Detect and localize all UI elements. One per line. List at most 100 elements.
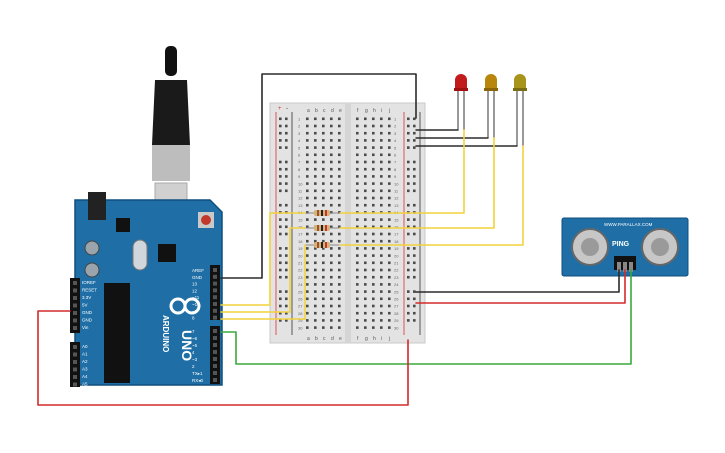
breadboard-hole[interactable] (322, 117, 325, 121)
breadboard-hole[interactable] (338, 182, 341, 185)
breadboard-hole[interactable] (306, 232, 309, 236)
header-pin[interactable] (73, 367, 77, 372)
breadboard-hole[interactable] (356, 268, 359, 272)
breadboard-hole[interactable] (380, 189, 383, 193)
header-pin[interactable] (213, 295, 217, 300)
rail-hole[interactable] (407, 189, 410, 193)
rail-hole[interactable] (279, 275, 282, 279)
breadboard-hole[interactable] (306, 290, 309, 293)
breadboard-hole[interactable] (372, 326, 375, 329)
breadboard-hole[interactable] (364, 167, 367, 171)
rail-hole[interactable] (413, 146, 416, 149)
header-pin[interactable] (213, 357, 217, 361)
rail-hole[interactable] (413, 160, 416, 164)
breadboard-hole[interactable] (330, 326, 333, 329)
breadboard-hole[interactable] (314, 146, 317, 149)
rail-hole[interactable] (413, 131, 416, 135)
breadboard-hole[interactable] (322, 182, 325, 185)
rail-hole[interactable] (407, 319, 410, 322)
rail-hole[interactable] (413, 203, 416, 207)
rail-hole[interactable] (285, 232, 288, 236)
breadboard-hole[interactable] (306, 304, 309, 308)
header-pin[interactable] (213, 288, 217, 293)
breadboard-hole[interactable] (356, 160, 359, 164)
breadboard-hole[interactable] (322, 153, 325, 157)
breadboard-hole[interactable] (330, 290, 333, 293)
breadboard-hole[interactable] (322, 203, 325, 207)
breadboard-hole[interactable] (314, 189, 317, 193)
breadboard-hole[interactable] (388, 297, 391, 301)
breadboard-hole[interactable] (364, 139, 367, 142)
breadboard-hole[interactable] (372, 311, 375, 315)
breadboard-hole[interactable] (388, 268, 391, 272)
breadboard-hole[interactable] (380, 117, 383, 121)
breadboard-hole[interactable] (314, 283, 317, 286)
breadboard-hole[interactable] (306, 225, 309, 229)
led-amber[interactable] (484, 74, 498, 138)
breadboard-hole[interactable] (338, 304, 341, 308)
rail-hole[interactable] (279, 247, 282, 250)
breadboard-hole[interactable] (372, 297, 375, 301)
breadboard-hole[interactable] (364, 304, 367, 308)
breadboard-hole[interactable] (338, 146, 341, 149)
breadboard-hole[interactable] (338, 196, 341, 200)
breadboard-hole[interactable] (314, 203, 317, 207)
rail-hole[interactable] (279, 261, 282, 265)
breadboard-hole[interactable] (322, 189, 325, 193)
rail-hole[interactable] (279, 304, 282, 308)
breadboard-hole[interactable] (364, 275, 367, 279)
breadboard-hole[interactable] (306, 196, 309, 200)
breadboard-hole[interactable] (380, 247, 383, 250)
breadboard-hole[interactable] (364, 247, 367, 250)
breadboard-hole[interactable] (338, 225, 341, 229)
rail-hole[interactable] (413, 117, 416, 121)
breadboard-hole[interactable] (322, 268, 325, 272)
breadboard-hole[interactable] (306, 268, 309, 272)
breadboard-hole[interactable] (306, 261, 309, 265)
breadboard-hole[interactable] (338, 326, 341, 329)
rail-hole[interactable] (407, 124, 410, 128)
breadboard-hole[interactable] (388, 319, 391, 322)
breadboard-hole[interactable] (372, 189, 375, 193)
breadboard-hole[interactable] (380, 304, 383, 308)
breadboard-hole[interactable] (364, 131, 367, 135)
rail-hole[interactable] (279, 131, 282, 135)
breadboard-hole[interactable] (338, 124, 341, 128)
breadboard-hole[interactable] (356, 196, 359, 200)
breadboard-hole[interactable] (364, 297, 367, 301)
breadboard-hole[interactable] (380, 283, 383, 286)
breadboard-hole[interactable] (388, 254, 391, 257)
breadboard-hole[interactable] (388, 131, 391, 135)
breadboard-hole[interactable] (356, 124, 359, 128)
breadboard-hole[interactable] (330, 117, 333, 121)
breadboard-hole[interactable] (380, 261, 383, 265)
rail-hole[interactable] (413, 268, 416, 272)
breadboard-hole[interactable] (356, 275, 359, 279)
breadboard-hole[interactable] (356, 283, 359, 286)
rail-hole[interactable] (285, 297, 288, 301)
breadboard-hole[interactable] (338, 297, 341, 301)
breadboard-hole[interactable] (306, 247, 309, 250)
breadboard-hole[interactable] (364, 153, 367, 157)
breadboard-hole[interactable] (306, 131, 309, 135)
breadboard-hole[interactable] (322, 304, 325, 308)
breadboard-hole[interactable] (364, 283, 367, 286)
breadboard-hole[interactable] (356, 153, 359, 157)
breadboard-hole[interactable] (364, 290, 367, 293)
breadboard-hole[interactable] (372, 290, 375, 293)
breadboard-hole[interactable] (322, 290, 325, 293)
breadboard-hole[interactable] (388, 182, 391, 185)
breadboard-hole[interactable] (388, 189, 391, 193)
breadboard-hole[interactable] (306, 175, 309, 178)
breadboard-hole[interactable] (322, 175, 325, 178)
breadboard-hole[interactable] (322, 196, 325, 200)
breadboard-hole[interactable] (380, 139, 383, 142)
breadboard-hole[interactable] (388, 153, 391, 157)
breadboard-hole[interactable] (338, 239, 341, 243)
breadboard-hole[interactable] (364, 232, 367, 236)
breadboard-hole[interactable] (380, 290, 383, 293)
rail-hole[interactable] (285, 117, 288, 121)
breadboard-hole[interactable] (372, 247, 375, 250)
rail-hole[interactable] (413, 175, 416, 178)
breadboard-hole[interactable] (330, 211, 333, 214)
